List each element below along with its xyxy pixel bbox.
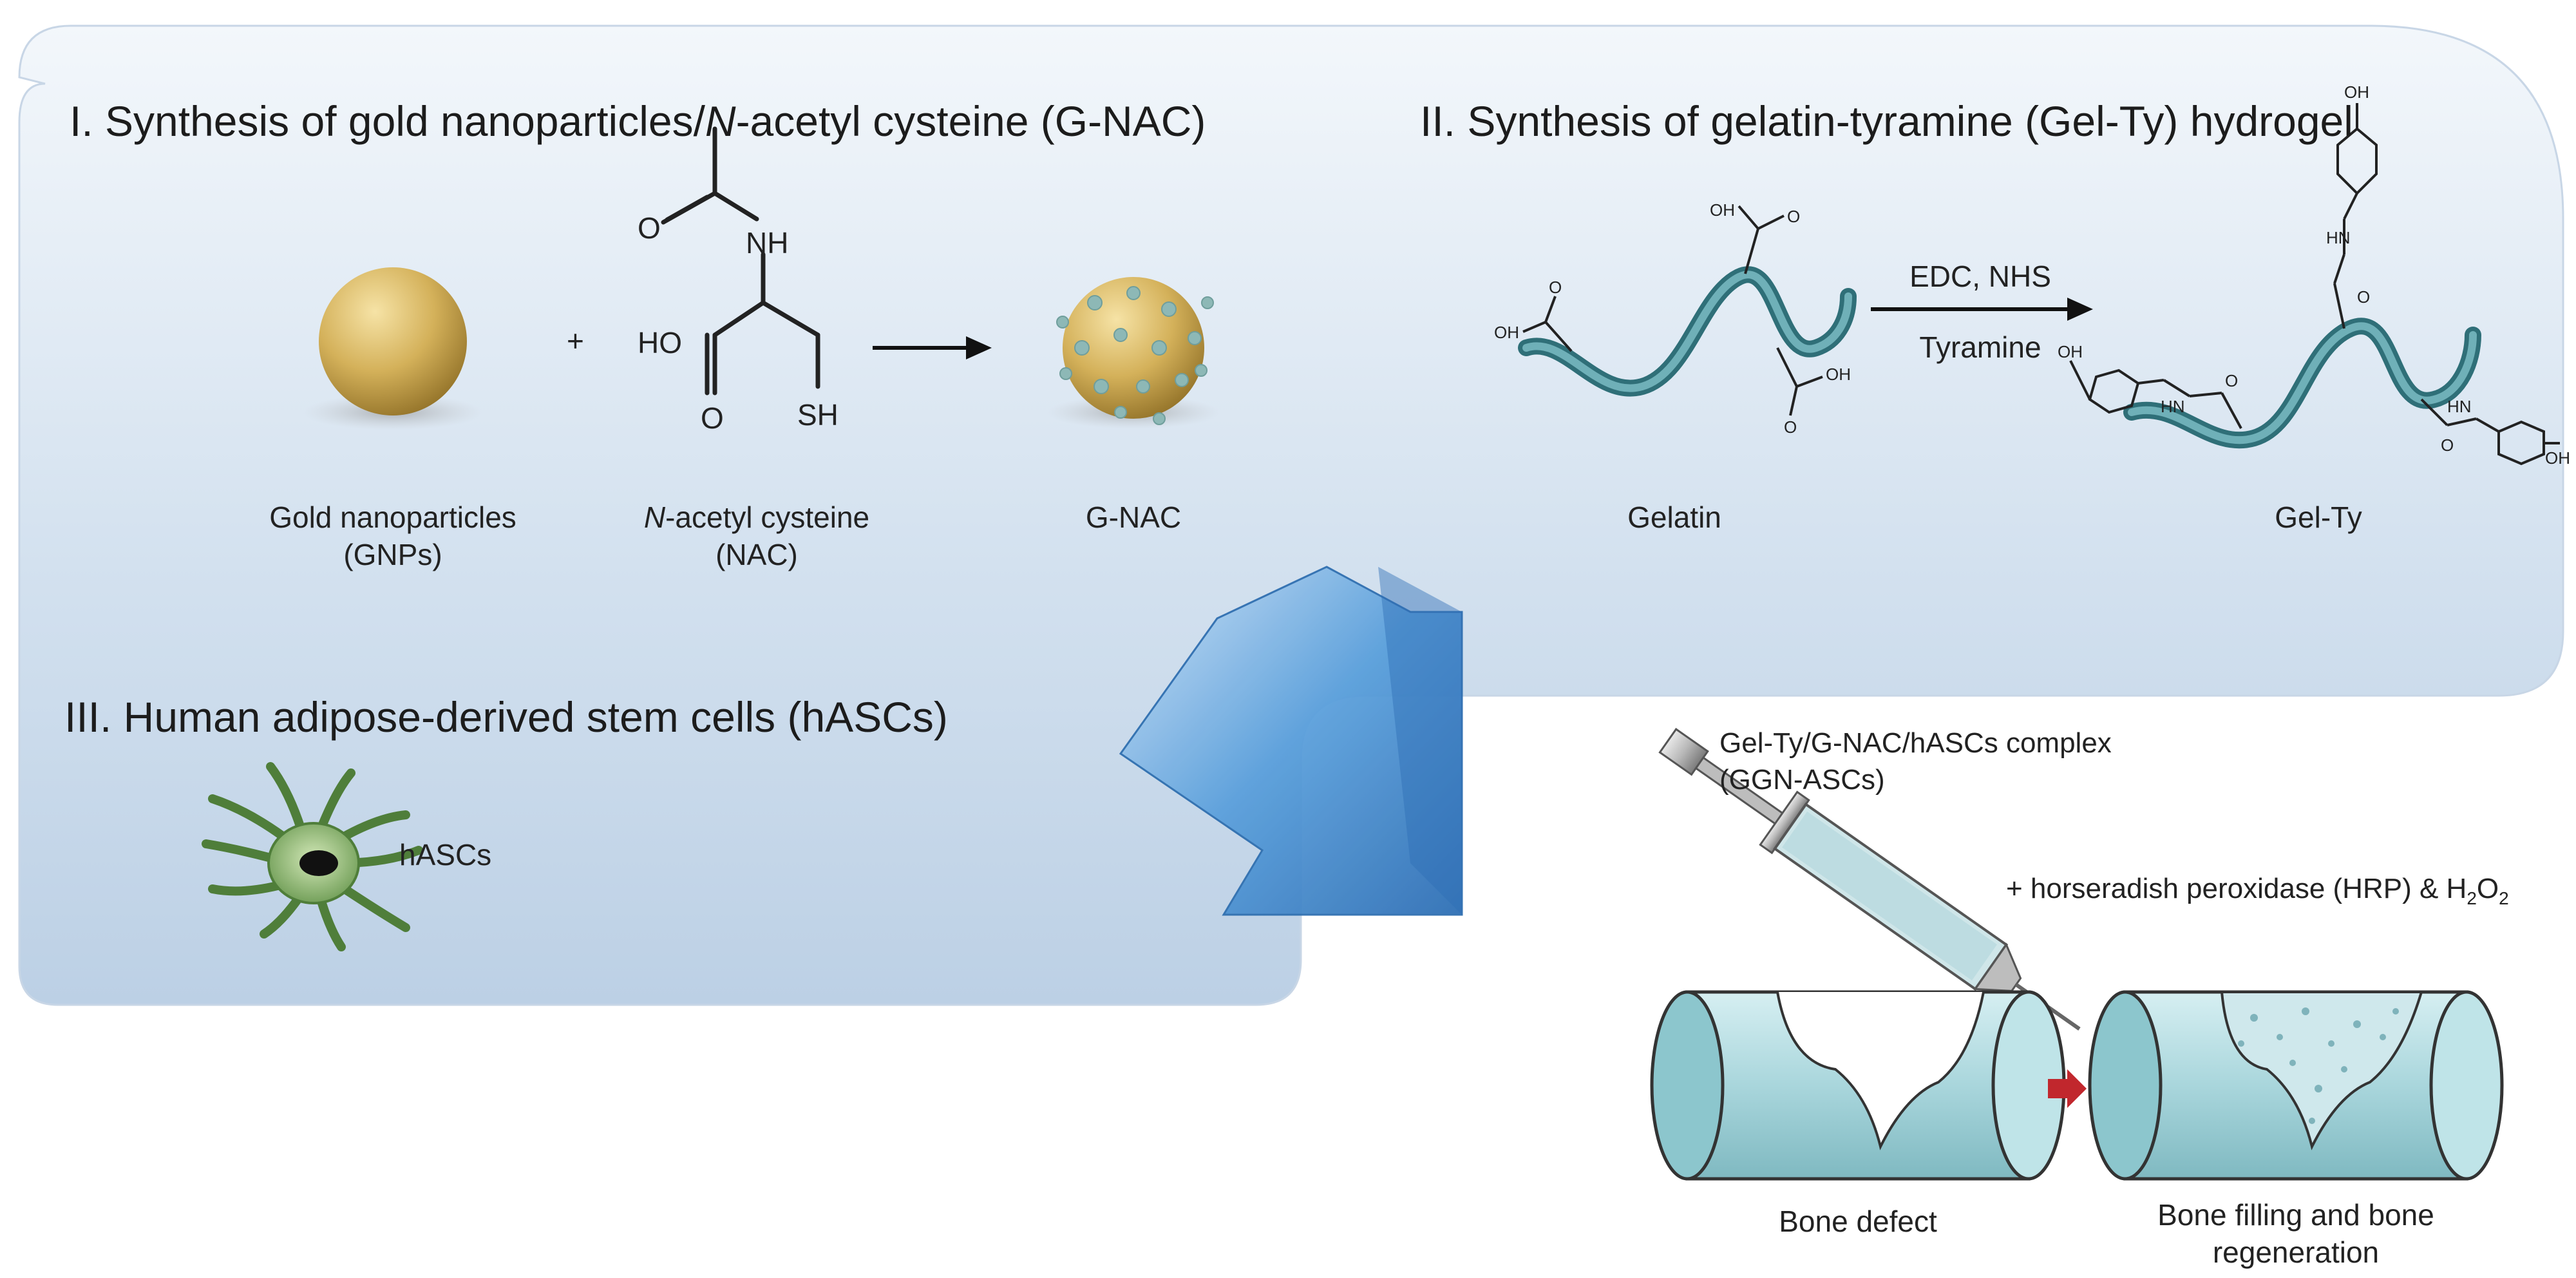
bone-defect-caption: Bone defect [1779, 1205, 1937, 1238]
complex-caption: Gel-Ty/G-NAC/hASCs complex (GGN-ASCs) [1719, 725, 2112, 798]
complex-caption-line2: (GGN-ASCs) [1719, 764, 1885, 796]
gelty-oh-left: OH [2058, 342, 2083, 361]
reagent-top: EDC, NHS [1909, 260, 2051, 293]
section-3-title: III. Human adipose-derived stem cells (h… [64, 693, 948, 741]
gelatin-o-left: O [1549, 278, 1562, 297]
gelty-hn-top: HN [2326, 228, 2351, 247]
section-1-title-prefix: I. Synthesis of gold nanoparticles/ [70, 97, 705, 145]
atom-nh: NH [746, 226, 788, 260]
gelty-hn-right: HN [2447, 397, 2472, 416]
hrp-text: + horseradish peroxidase (HRP) & H [2006, 873, 2467, 904]
gnp-caption-line2: (GNPs) [343, 537, 442, 571]
gnac-caption: G-NAC [1085, 501, 1182, 534]
bone-filled-cylinder [2088, 990, 2504, 1181]
gelatin-oh-left: OH [1494, 323, 1519, 342]
gold-nanoparticle [303, 267, 483, 430]
nac-caption-rest: -acetyl cysteine [665, 501, 870, 534]
atom-o1: O [638, 211, 661, 245]
reaction-arrow-1 [873, 336, 992, 359]
section-1-title-suffix: -acetyl cysteine (G-NAC) [735, 97, 1206, 145]
bone-defect-cylinder [1650, 990, 2066, 1181]
reagent-bottom: Tyramine [1919, 330, 2041, 364]
section-2-title: II. Synthesis of gelatin-tyramine (Gel-T… [1420, 97, 2353, 145]
hrp-sub-1: 2 [2467, 888, 2477, 908]
section-1-title-italic: N [705, 97, 736, 145]
gelatin-chain [1518, 205, 1857, 416]
reaction-arrow-2 [1871, 298, 2093, 321]
atom-sh: SH [797, 398, 838, 432]
complex-caption-line1: Gel-Ty/G-NAC/hASCs complex [1719, 727, 2112, 759]
gnp-caption: Gold nanoparticles (GNPs) [269, 499, 516, 573]
red-arrow [2048, 1069, 2087, 1108]
gelty-oh-right: OH [2545, 448, 2570, 468]
nac-structure [661, 126, 820, 396]
gelatin-o-top: O [1787, 207, 1800, 226]
gnp-caption-line1: Gold nanoparticles [269, 501, 516, 534]
gelty-o-left: O [2225, 371, 2238, 390]
section-1-title: I. Synthesis of gold nanoparticles/N-ace… [70, 97, 1206, 146]
atom-ho: HO [638, 326, 682, 359]
plus-sign: + [567, 324, 584, 358]
background-panel [18, 24, 2564, 1006]
gelty-caption: Gel-Ty [2275, 501, 2362, 534]
bone-filling-line1: Bone filling and bone [2157, 1198, 2434, 1232]
bone-filling-line2: regeneration [2212, 1235, 2380, 1269]
gelty-o-right: O [2441, 435, 2454, 455]
gelty-chain [2069, 103, 2560, 466]
gelatin-oh-top: OH [1710, 200, 1735, 220]
gelty-oh-top: OH [2344, 82, 2369, 102]
big-blue-arrow [1119, 566, 1463, 916]
hrp-sub-2: 2 [2499, 888, 2509, 908]
gelty-hn-left: HN [2161, 397, 2185, 416]
gelatin-oh-right: OH [1826, 365, 1851, 384]
gnac-particle [1046, 277, 1220, 429]
hrp-caption: + horseradish peroxidase (HRP) & H2O2 [2006, 873, 2509, 909]
hasc-cell-body [267, 822, 360, 904]
nac-caption-line1: N-acetyl cysteine [644, 499, 869, 537]
gelty-o-top: O [2357, 287, 2370, 307]
nac-caption-italic: N [643, 501, 666, 534]
hrp-end: O [2476, 873, 2499, 904]
atom-o2: O [701, 401, 724, 435]
nac-caption-line2: (NAC) [715, 537, 798, 571]
bone-filling-caption: Bone filling and bone regeneration [2157, 1197, 2434, 1271]
gelatin-caption: Gelatin [1627, 501, 1721, 534]
gelatin-o-right: O [1784, 417, 1797, 437]
nac-caption: N-acetyl cysteine (NAC) [644, 499, 869, 573]
hasc-caption: hASCs [399, 838, 492, 872]
syringe [1658, 727, 2081, 1031]
